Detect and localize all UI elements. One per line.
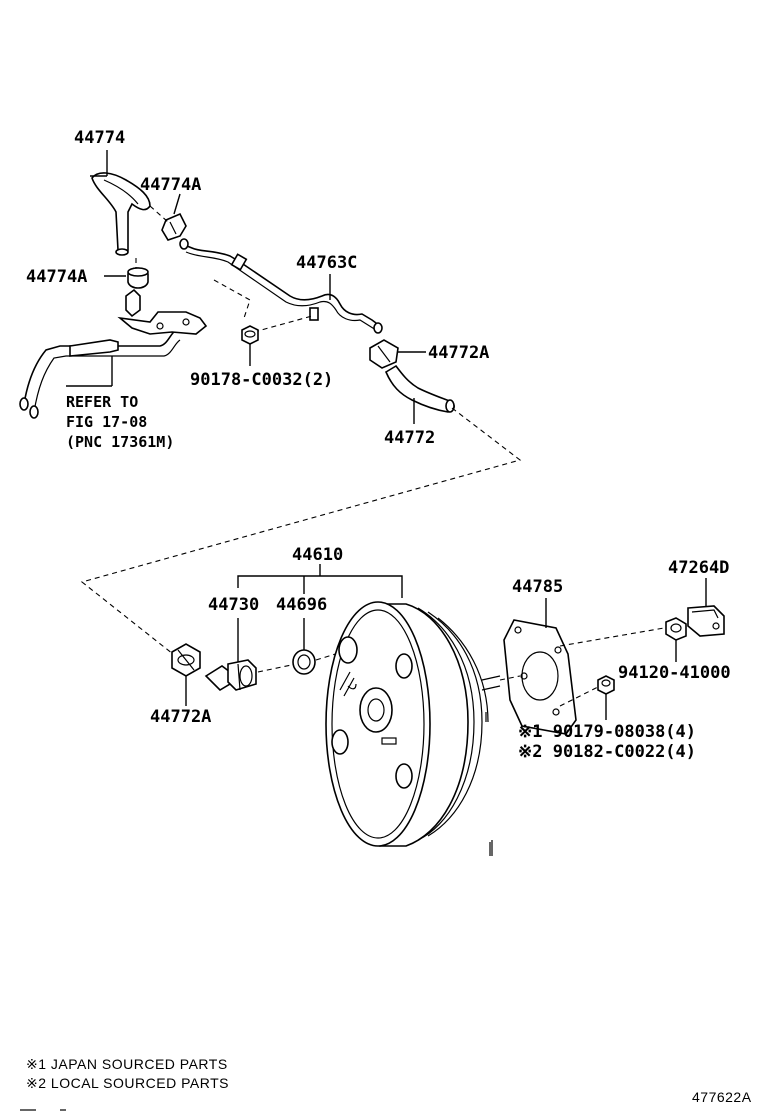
figure-id: 477622A [692,1089,752,1105]
clamp-44774a-top[interactable] [161,212,187,241]
label-90178-c0032: 90178-C0032(2) [190,370,333,390]
clamp-44772a-upper[interactable] [369,339,399,369]
clamp-44774a-left[interactable] [127,267,149,289]
label-44772: 44772 [384,428,435,448]
clevis-47264d[interactable] [687,605,725,637]
hose-44772[interactable] [384,364,455,413]
nut-90178-c0032[interactable] [241,325,259,345]
tube-44763c[interactable] [179,238,383,334]
label-44785: 44785 [512,577,563,597]
nut-94120-41000[interactable] [665,617,687,641]
footnote-japan-sourced: ※1 JAPAN SOURCED PARTS [26,1056,228,1072]
hose-44774[interactable] [91,172,151,256]
refer-to-line2: FIG 17-08 [66,413,147,431]
grommet-44696[interactable] [292,649,316,675]
vacuum-pipe-assembly-reference [19,288,208,419]
label-90179-08038: ※1 90179-08038(4) [518,722,696,742]
label-44774: 44774 [74,128,125,148]
gasket-44785[interactable] [503,619,577,735]
label-44610: 44610 [292,545,343,565]
brake-booster-44610[interactable] [325,601,501,856]
label-44774a-top: 44774A [140,175,201,195]
refer-to-line1: REFER TO [66,393,138,411]
nut-90179-90182[interactable] [597,675,615,695]
label-94120-41000: 94120-41000 [618,663,731,683]
label-44763c: 44763C [296,253,357,273]
check-valve-44730[interactable] [204,659,257,692]
refer-to-line3: (PNC 17361M) [66,433,174,451]
label-44696: 44696 [276,595,327,615]
footnote-local-sourced: ※2 LOCAL SOURCED PARTS [26,1075,229,1091]
label-90182-c0022: ※2 90182-C0022(4) [518,742,696,762]
clamp-44772a-lower[interactable] [171,643,201,677]
label-47264d: 47264D [668,558,729,578]
label-44772a-upper: 44772A [428,343,489,363]
label-44772a-lower: 44772A [150,707,211,727]
label-44730: 44730 [208,595,259,615]
label-44774a-left: 44774A [26,267,87,287]
